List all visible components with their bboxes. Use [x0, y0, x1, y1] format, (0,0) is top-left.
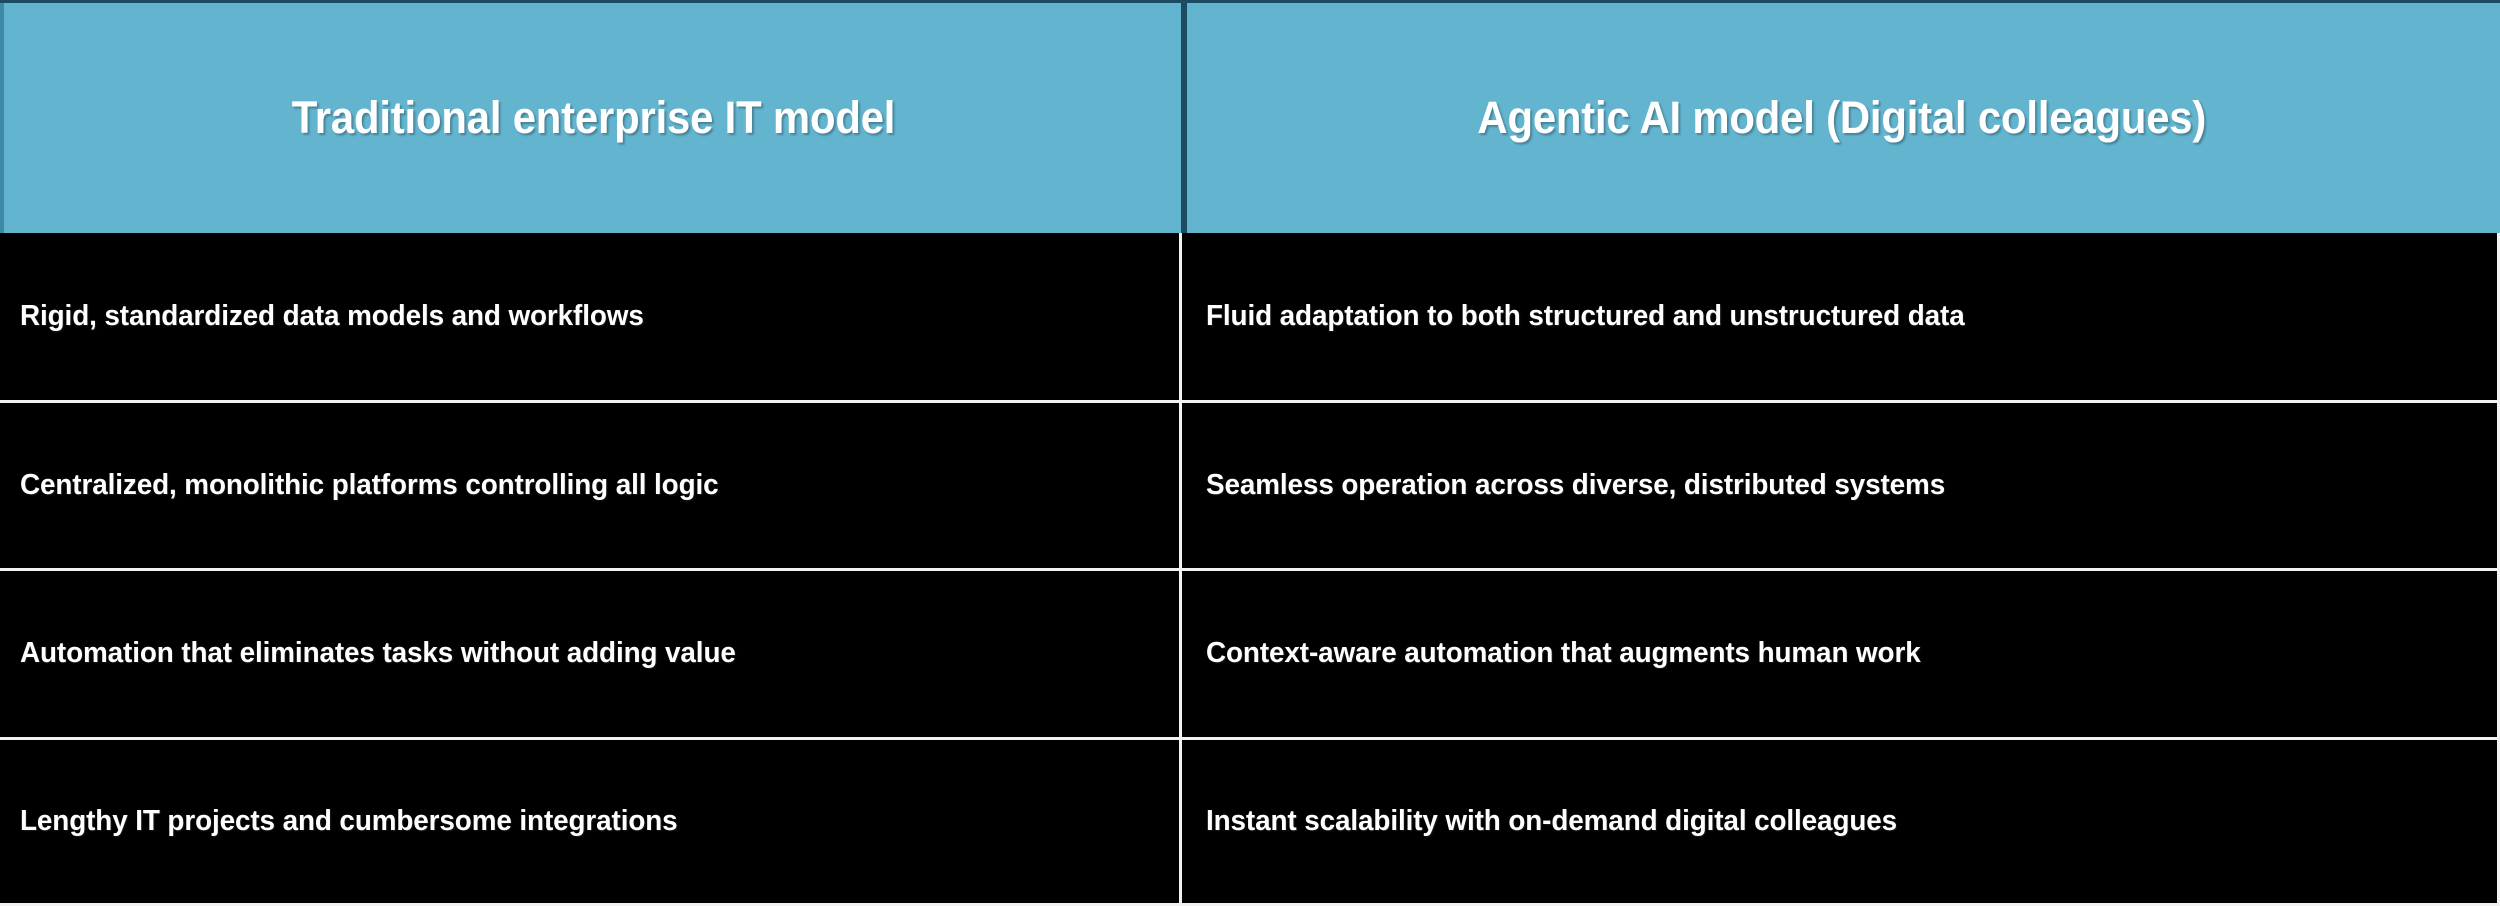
- table-header-cell-agentic: Agentic AI model (Digital colleagues): [1183, 3, 2500, 233]
- cell-text-agentic: Instant scalability with on-demand digit…: [1205, 804, 1897, 837]
- cell-text-agentic: Seamless operation across diverse, distr…: [1205, 468, 1945, 501]
- table-cell-agentic: Fluid adaptation to both structured and …: [1181, 233, 2497, 400]
- table-cell-traditional: Rigid, standardized data models and work…: [0, 233, 1182, 400]
- table-row: Centralized, monolithic platforms contro…: [0, 400, 2497, 568]
- table-row: Lengthy IT projects and cumbersome integ…: [0, 737, 2497, 903]
- cell-text-traditional: Lengthy IT projects and cumbersome integ…: [20, 804, 678, 837]
- table-row: Rigid, standardized data models and work…: [0, 233, 2497, 400]
- column-header-label-traditional: Traditional enterprise IT model: [291, 92, 896, 143]
- table-cell-traditional: Automation that eliminates tasks without…: [0, 571, 1182, 737]
- column-header-label-agentic: Agentic AI model (Digital colleagues): [1477, 92, 2206, 143]
- table-row: Automation that eliminates tasks without…: [0, 568, 2497, 737]
- table-cell-agentic: Instant scalability with on-demand digit…: [1181, 740, 2497, 903]
- table-cell-traditional: Centralized, monolithic platforms contro…: [0, 403, 1182, 568]
- table-body: Rigid, standardized data models and work…: [0, 233, 2500, 906]
- table-cell-agentic: Context-aware automation that augments h…: [1181, 571, 2497, 737]
- table-header-cell-traditional: Traditional enterprise IT model: [0, 3, 1183, 233]
- table-cell-agentic: Seamless operation across diverse, distr…: [1181, 403, 2497, 568]
- cell-text-agentic: Fluid adaptation to both structured and …: [1205, 299, 1965, 332]
- header-column-divider: [1181, 3, 1187, 236]
- table-header-row: Traditional enterprise IT model Agentic …: [0, 0, 2500, 236]
- cell-text-agentic: Context-aware automation that augments h…: [1205, 637, 1921, 670]
- cell-text-traditional: Automation that eliminates tasks without…: [20, 637, 736, 670]
- table-cell-traditional: Lengthy IT projects and cumbersome integ…: [0, 740, 1182, 903]
- cell-text-traditional: Rigid, standardized data models and work…: [20, 299, 644, 332]
- cell-text-traditional: Centralized, monolithic platforms contro…: [20, 468, 719, 501]
